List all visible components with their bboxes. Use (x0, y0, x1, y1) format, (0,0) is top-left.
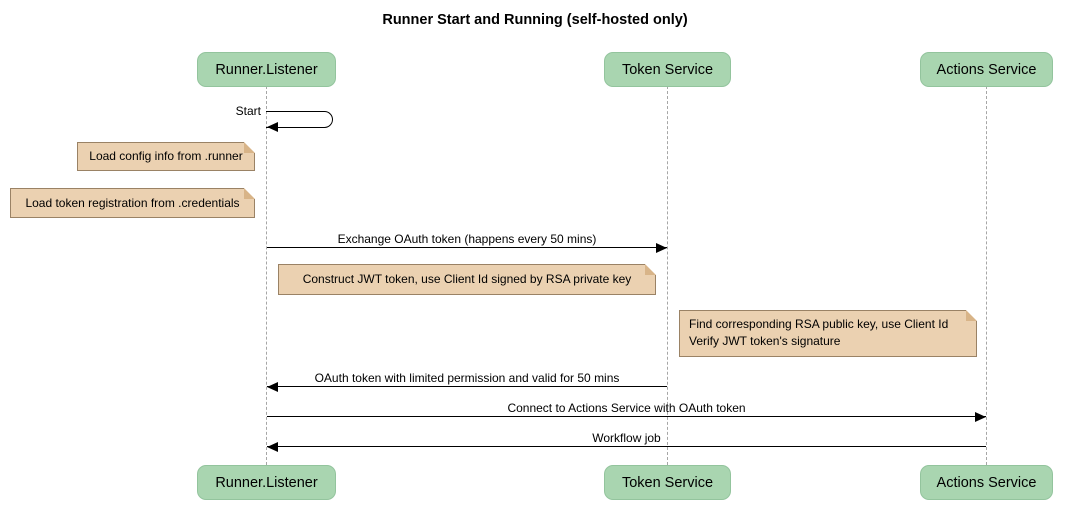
lifeline-token-service (667, 86, 668, 465)
lifeline-actions-service (986, 86, 987, 465)
note-load-config: Load config info from .runner (77, 142, 255, 171)
participant-label: Runner.Listener (215, 474, 318, 491)
note-text: Load config info from .runner (89, 149, 243, 163)
note-construct-jwt: Construct JWT token, use Client Id signe… (278, 264, 656, 295)
note-text: Load token registration from .credential… (25, 195, 240, 210)
participant-token-service-top: Token Service (604, 52, 731, 87)
message-line (267, 416, 986, 417)
note-text: Construct JWT token, use Client Id signe… (302, 272, 632, 286)
participant-actions-service-top: Actions Service (920, 52, 1053, 87)
participant-label: Token Service (621, 61, 714, 78)
message-label: Start (235, 104, 261, 118)
participant-token-service-bottom: Token Service (604, 465, 731, 500)
message-label: Workflow job (592, 431, 661, 445)
arrowhead-left-icon (267, 442, 278, 452)
self-loop-line (266, 111, 333, 128)
arrowhead-left-icon (267, 382, 278, 392)
note-text-line-1: Find corresponding RSA public key, use C… (689, 317, 949, 331)
participant-label: Actions Service (936, 474, 1037, 491)
arrowhead-right-icon (656, 243, 667, 253)
participant-label: Actions Service (936, 61, 1037, 78)
note-load-token-registration: Load token registration from .credential… (10, 188, 255, 218)
arrowhead-left-icon (267, 122, 278, 132)
note-text-line-2: Verify JWT token's signature (689, 334, 841, 348)
participant-actions-service-bottom: Actions Service (920, 465, 1053, 500)
participant-runner-listener-top: Runner.Listener (197, 52, 336, 87)
message-line (267, 446, 986, 447)
message-label: Connect to Actions Service with OAuth to… (507, 401, 746, 415)
participant-label: Runner.Listener (215, 61, 318, 78)
participant-runner-listener-bottom: Runner.Listener (197, 465, 336, 500)
message-line (267, 386, 667, 387)
message-label: OAuth token with limited permission and … (314, 371, 620, 385)
arrowhead-right-icon (975, 412, 986, 422)
lifeline-runner-listener (266, 86, 267, 465)
message-line (267, 247, 667, 248)
message-label: Exchange OAuth token (happens every 50 m… (337, 232, 597, 246)
participant-label: Token Service (621, 474, 714, 491)
note-verify-jwt: Find corresponding RSA public key, use C… (679, 310, 977, 357)
diagram-title: Runner Start and Running (self-hosted on… (382, 12, 688, 28)
